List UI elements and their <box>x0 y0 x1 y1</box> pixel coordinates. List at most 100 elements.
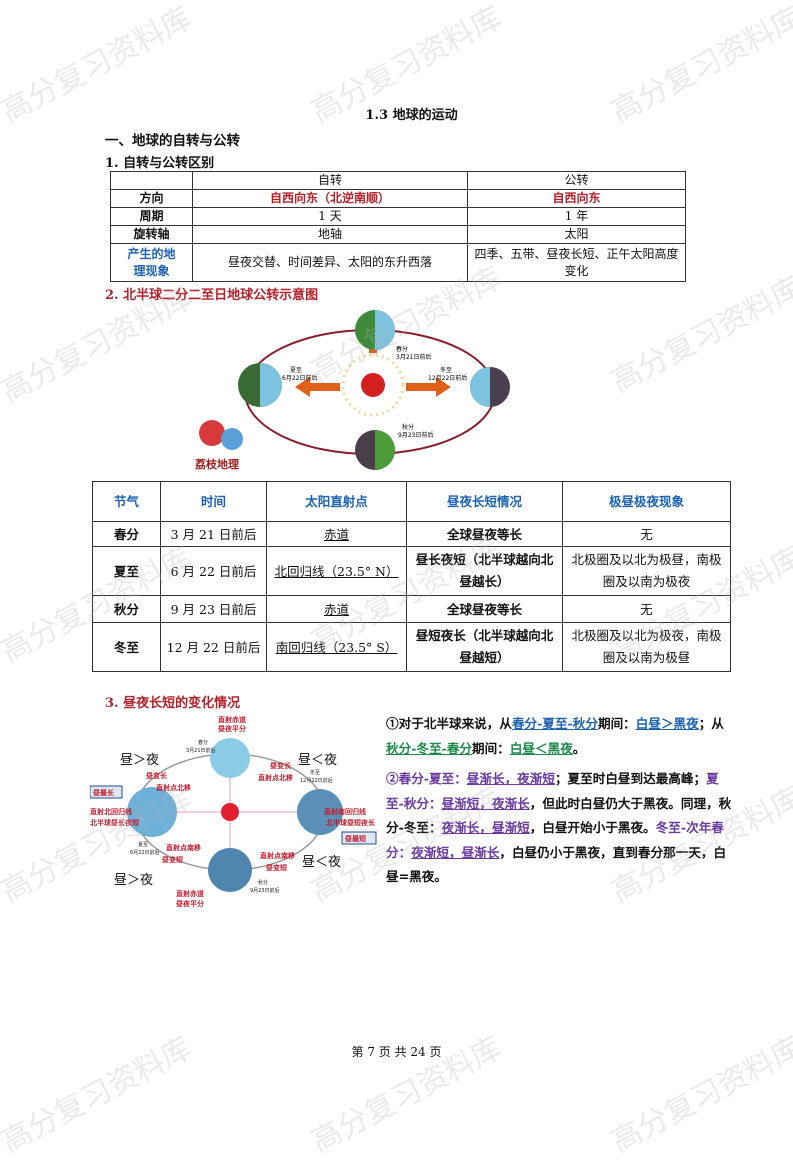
label: 北半球昼短夜长 <box>326 818 376 827</box>
text: 期间： <box>472 740 510 756</box>
earth-spring <box>210 738 250 778</box>
table-header: 时间 <box>160 481 267 522</box>
note-1: ①对于北半球来说，从春分-夏至-秋分期间：白昼＞黑夜；从秋分-冬至-春分期间：白… <box>386 712 732 761</box>
table-cell: 昼长夜短（北半球越向北昼越长） <box>406 546 563 596</box>
table-header: 自转 <box>192 171 468 190</box>
label: 昼变短 <box>161 855 183 864</box>
table-cell <box>110 171 193 190</box>
logo-text: 荔枝地理 <box>194 457 239 471</box>
label-spring: 春分 <box>396 345 408 353</box>
page-footer: 第 7 页 共 24 页 <box>351 1045 442 1059</box>
table-cell: 1 天 <box>192 207 468 226</box>
label: 昼变长 <box>145 771 168 780</box>
text: 秋分-冬至-春分 <box>386 740 473 756</box>
shortest-box <box>341 831 377 845</box>
table-header-row: 节气 时间 太阳直射点 昼夜长短情况 极昼极夜现象 <box>92 481 731 522</box>
text: ①对于北半球来说，从 <box>386 716 512 731</box>
text: 期间： <box>597 716 636 731</box>
logo: 荔枝地理 <box>194 420 243 471</box>
earth-winter <box>297 789 343 835</box>
label-autumn-date: 9月23日前后 <box>398 431 433 439</box>
page-title: 1.3 地球的运动 <box>365 108 458 123</box>
subheading-3: 3. 昼夜长短的变化情况 <box>105 696 241 711</box>
note-2: ②春分-夏至：昼渐长，夜渐短；夏至时白昼到达最高峰；夏至-秋分：昼渐短，夜渐长，… <box>386 767 732 890</box>
table-cell: 赤道 <box>266 595 407 623</box>
watermark: 高分复习资料库 <box>605 270 793 400</box>
text: 夏至-秋分： <box>386 771 719 811</box>
label: 直射北回归线 <box>90 807 132 816</box>
sun <box>341 353 405 417</box>
table-header: 太阳直射点 <box>266 481 407 522</box>
label: 冬至 <box>310 769 320 776</box>
row-label: 产生的地理现象 <box>110 243 193 282</box>
table-row: 冬至 12 月 22 日前后 南回归线（23.5° S） 昼短夜长（北半球越向北… <box>92 622 731 672</box>
table-cell: 北极圈及以北为极夜，南极圈及以南为极昼 <box>562 622 731 672</box>
label: 北半球昼长夜短 <box>90 818 139 827</box>
label: 昼变短 <box>265 863 287 872</box>
table-row: 周期 1 天 1 年 <box>110 207 686 226</box>
table-cell: 自西向东（北逆南顺） <box>192 189 468 208</box>
text: 夜渐长，昼渐短 <box>441 820 530 835</box>
table-cell: 地轴 <box>192 225 468 244</box>
label: 春分 <box>198 739 208 746</box>
label: 昼＜夜 <box>298 753 337 768</box>
label-shortest: 昼最短 <box>344 834 366 843</box>
table-cell: 夏至 <box>92 546 161 596</box>
label: 昼＜夜 <box>302 855 341 870</box>
subheading-2: 2. 北半球二分二至日地球公转示意图 <box>105 288 319 303</box>
label: 直射点北移 <box>258 773 293 782</box>
longest-box <box>90 785 123 799</box>
label: 昼变长 <box>269 761 292 770</box>
text: ，但此时白昼仍大于黑夜。 <box>529 795 681 811</box>
table-cell: 昼夜交替、时间差异、太阳的东升西落 <box>192 243 468 282</box>
text: 。 <box>572 740 586 756</box>
table-header: 节气 <box>92 481 161 522</box>
table-cell: 6 月 22 日前后 <box>160 546 267 596</box>
label: 昼＞夜 <box>120 753 159 768</box>
label: 直射点北移 <box>156 783 191 792</box>
row-label: 周期 <box>110 207 193 226</box>
text: 昼渐长，夜渐短 <box>466 771 555 786</box>
rotation-revolution-table: 自转 公转 方向 自西向东（北逆南顺） 自西向东 周期 1 天 1 年 旋转轴 … <box>110 171 686 282</box>
table-row: 夏至 6 月 22 日前后 北回归线（23.5° N） 昼长夜短（北半球越向北昼… <box>92 546 731 596</box>
text: 白昼＞黑夜 <box>635 716 699 731</box>
notes: ①对于北半球来说，从春分-夏至-秋分期间：白昼＞黑夜；从秋分-冬至-春分期间：白… <box>386 712 732 896</box>
section-heading: 一、地球的自转与公转 <box>105 133 240 149</box>
label-summer: 夏至 <box>290 367 302 374</box>
label: 昼＞夜 <box>114 873 153 888</box>
table-cell: 9 月 23 日前后 <box>160 595 267 623</box>
earth-autumn <box>355 430 395 470</box>
text: ，白昼仍小于黑夜，直到春分那一天，白昼=黑夜。 <box>386 844 727 885</box>
earth-spring <box>355 310 395 350</box>
table-cell: 四季、五带、昼夜长短、正午太阳高度变化 <box>467 243 686 282</box>
earth-summer <box>127 787 177 837</box>
label: 3月21日前后 <box>186 747 216 754</box>
earth-summer <box>238 363 282 407</box>
table-cell: 1 年 <box>467 207 686 226</box>
label-summer-date: 6月22日前后 <box>282 374 317 382</box>
table-cell: 昼短夜长（北半球越向北昼越短） <box>406 622 563 672</box>
table-cell: 春分 <box>92 521 161 547</box>
label-autumn: 秋分 <box>402 423 414 431</box>
table-cell: 秋分 <box>92 595 161 623</box>
table-cell: 3 月 21 日前后 <box>160 521 267 547</box>
table-cell: 全球昼夜等长 <box>406 595 563 623</box>
table-header: 极昼极夜现象 <box>562 481 731 522</box>
table-cell: 无 <box>562 521 731 547</box>
table-cell: 太阳 <box>467 225 686 244</box>
label: 昼夜平分 <box>217 724 246 733</box>
text: 冬至-次年春分： <box>386 820 724 860</box>
row-label: 旋转轴 <box>110 225 193 244</box>
table-cell: 北回归线（23.5° N） <box>266 546 407 596</box>
label: 直射赤道 <box>176 889 204 898</box>
text: 春分-夏至-秋分 <box>511 716 598 731</box>
text: 白昼＜黑夜 <box>509 740 573 756</box>
earth-autumn <box>208 848 252 892</box>
solar-terms-table: 节气 时间 太阳直射点 昼夜长短情况 极昼极夜现象 春分 3 月 21 日前后 … <box>92 481 731 672</box>
label: 直射南回归线 <box>324 807 366 816</box>
text: ；从 <box>698 716 724 731</box>
label: 直射点南移 <box>166 843 201 852</box>
table-cell: 北极圈及以北为极昼，南极圈及以南为极夜 <box>562 546 731 596</box>
table-cell: 自西向东 <box>467 189 686 208</box>
text: ，白昼开始小于黑夜。 <box>529 820 656 835</box>
